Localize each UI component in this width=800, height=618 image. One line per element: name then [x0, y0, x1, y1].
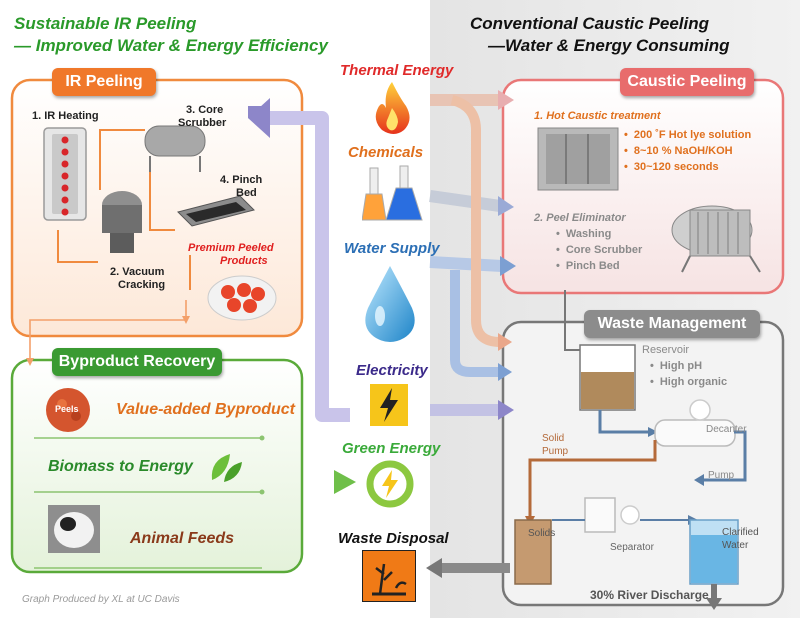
- ir-peeling-title: IR Peeling: [52, 68, 156, 96]
- solid-pump-line1: Solid: [542, 433, 565, 444]
- caustic-item-core-scrubber: Core Scrubber: [556, 242, 642, 258]
- caustic-peeling-title: Caustic Peeling: [620, 68, 754, 96]
- reservoir-high-organic: High organic: [650, 374, 727, 390]
- solids-label: Solids: [528, 528, 556, 539]
- resource-chemicals: Chemicals: [348, 144, 424, 161]
- caustic-bullet-time: 30~120 seconds: [624, 159, 751, 175]
- ir-step4-label-line2: Bed: [236, 187, 257, 199]
- caustic-item-pinch-bed: Pinch Bed: [556, 258, 642, 274]
- caustic-bullets: 200 ˚F Hot lye solution 8~10 % NaOH/KOH …: [624, 127, 751, 175]
- resource-green-energy: Green Energy: [342, 440, 441, 457]
- clarified-line1: Clarified: [722, 527, 759, 538]
- caustic-bullet-naoh: 8~10 % NaOH/KOH: [624, 143, 751, 159]
- separator-label: Separator: [610, 542, 654, 553]
- resource-electricity: Electricity: [356, 362, 428, 379]
- caustic-step2-items: Washing Core Scrubber Pinch Bed: [556, 226, 642, 274]
- caustic-step1: 1. Hot Caustic treatment: [534, 110, 661, 122]
- reservoir-high-ph: High pH: [650, 358, 727, 374]
- caustic-item-washing: Washing: [556, 226, 642, 242]
- green-energy-icon: [364, 458, 416, 510]
- pump-label: Pump: [708, 470, 735, 481]
- caustic-bullet-temp: 200 ˚F Hot lye solution: [624, 127, 751, 143]
- river-discharge-label: 30% River Discharge: [590, 588, 709, 602]
- left-title-line1: Sustainable IR Peeling: [14, 14, 197, 33]
- credit-text: Graph Produced by XL at UC Davis: [22, 594, 180, 605]
- right-title-line1: Conventional Caustic Peeling: [470, 14, 709, 33]
- byproduct-row-animal-feeds: Animal Feeds: [130, 530, 235, 547]
- leaf-icon: [206, 450, 246, 486]
- premium-products-line2: Products: [220, 255, 268, 267]
- water-drop-icon: [362, 264, 418, 344]
- clarified-water-label: Clarified Water: [722, 526, 759, 552]
- reservoir-properties: High pH High organic: [650, 358, 727, 390]
- hazard-icon: [361, 549, 417, 603]
- ir-step2-label-line2: Cracking: [118, 279, 166, 291]
- clarified-line2: Water: [722, 540, 749, 551]
- resource-water-supply: Water Supply: [344, 240, 440, 257]
- decanter-label: Decanter: [706, 424, 747, 435]
- left-title-line2: — Improved Water & Energy Efficiency: [14, 36, 328, 55]
- ir-step3-label-line2: Scrubber: [178, 117, 227, 129]
- peels-badge: Peels: [55, 404, 79, 414]
- ir-step3-label-line1: 3. Core: [186, 104, 224, 116]
- premium-products-line1: Premium Peeled: [188, 242, 274, 254]
- waste-management-title: Waste Management: [584, 310, 760, 338]
- cow-icon: [48, 505, 100, 553]
- lightning-icon: [370, 384, 408, 426]
- ir-step2-label-line1: 2. Vacuum: [110, 266, 165, 278]
- flask-icon: [361, 164, 426, 224]
- solid-pump-line2: Pump: [542, 446, 569, 457]
- byproduct-title: Byproduct Recovery: [52, 348, 222, 376]
- reservoir-label: Reservoir: [642, 344, 690, 356]
- caustic-step2: 2. Peel Eliminator: [534, 212, 626, 224]
- byproduct-row-value-added: Value-added Byproduct: [116, 401, 295, 418]
- solid-pump-label: Solid Pump: [542, 432, 568, 458]
- right-title-line2: —Water & Energy Consuming: [488, 36, 730, 55]
- ir-step1-label: 1. IR Heating: [32, 110, 99, 122]
- byproduct-row-biomass: Biomass to Energy: [48, 458, 193, 475]
- flame-icon: [370, 80, 414, 136]
- resource-waste-disposal: Waste Disposal: [338, 530, 449, 547]
- resource-thermal-energy: Thermal Energy: [340, 62, 454, 79]
- ir-step4-label-line1: 4. Pinch: [220, 174, 263, 186]
